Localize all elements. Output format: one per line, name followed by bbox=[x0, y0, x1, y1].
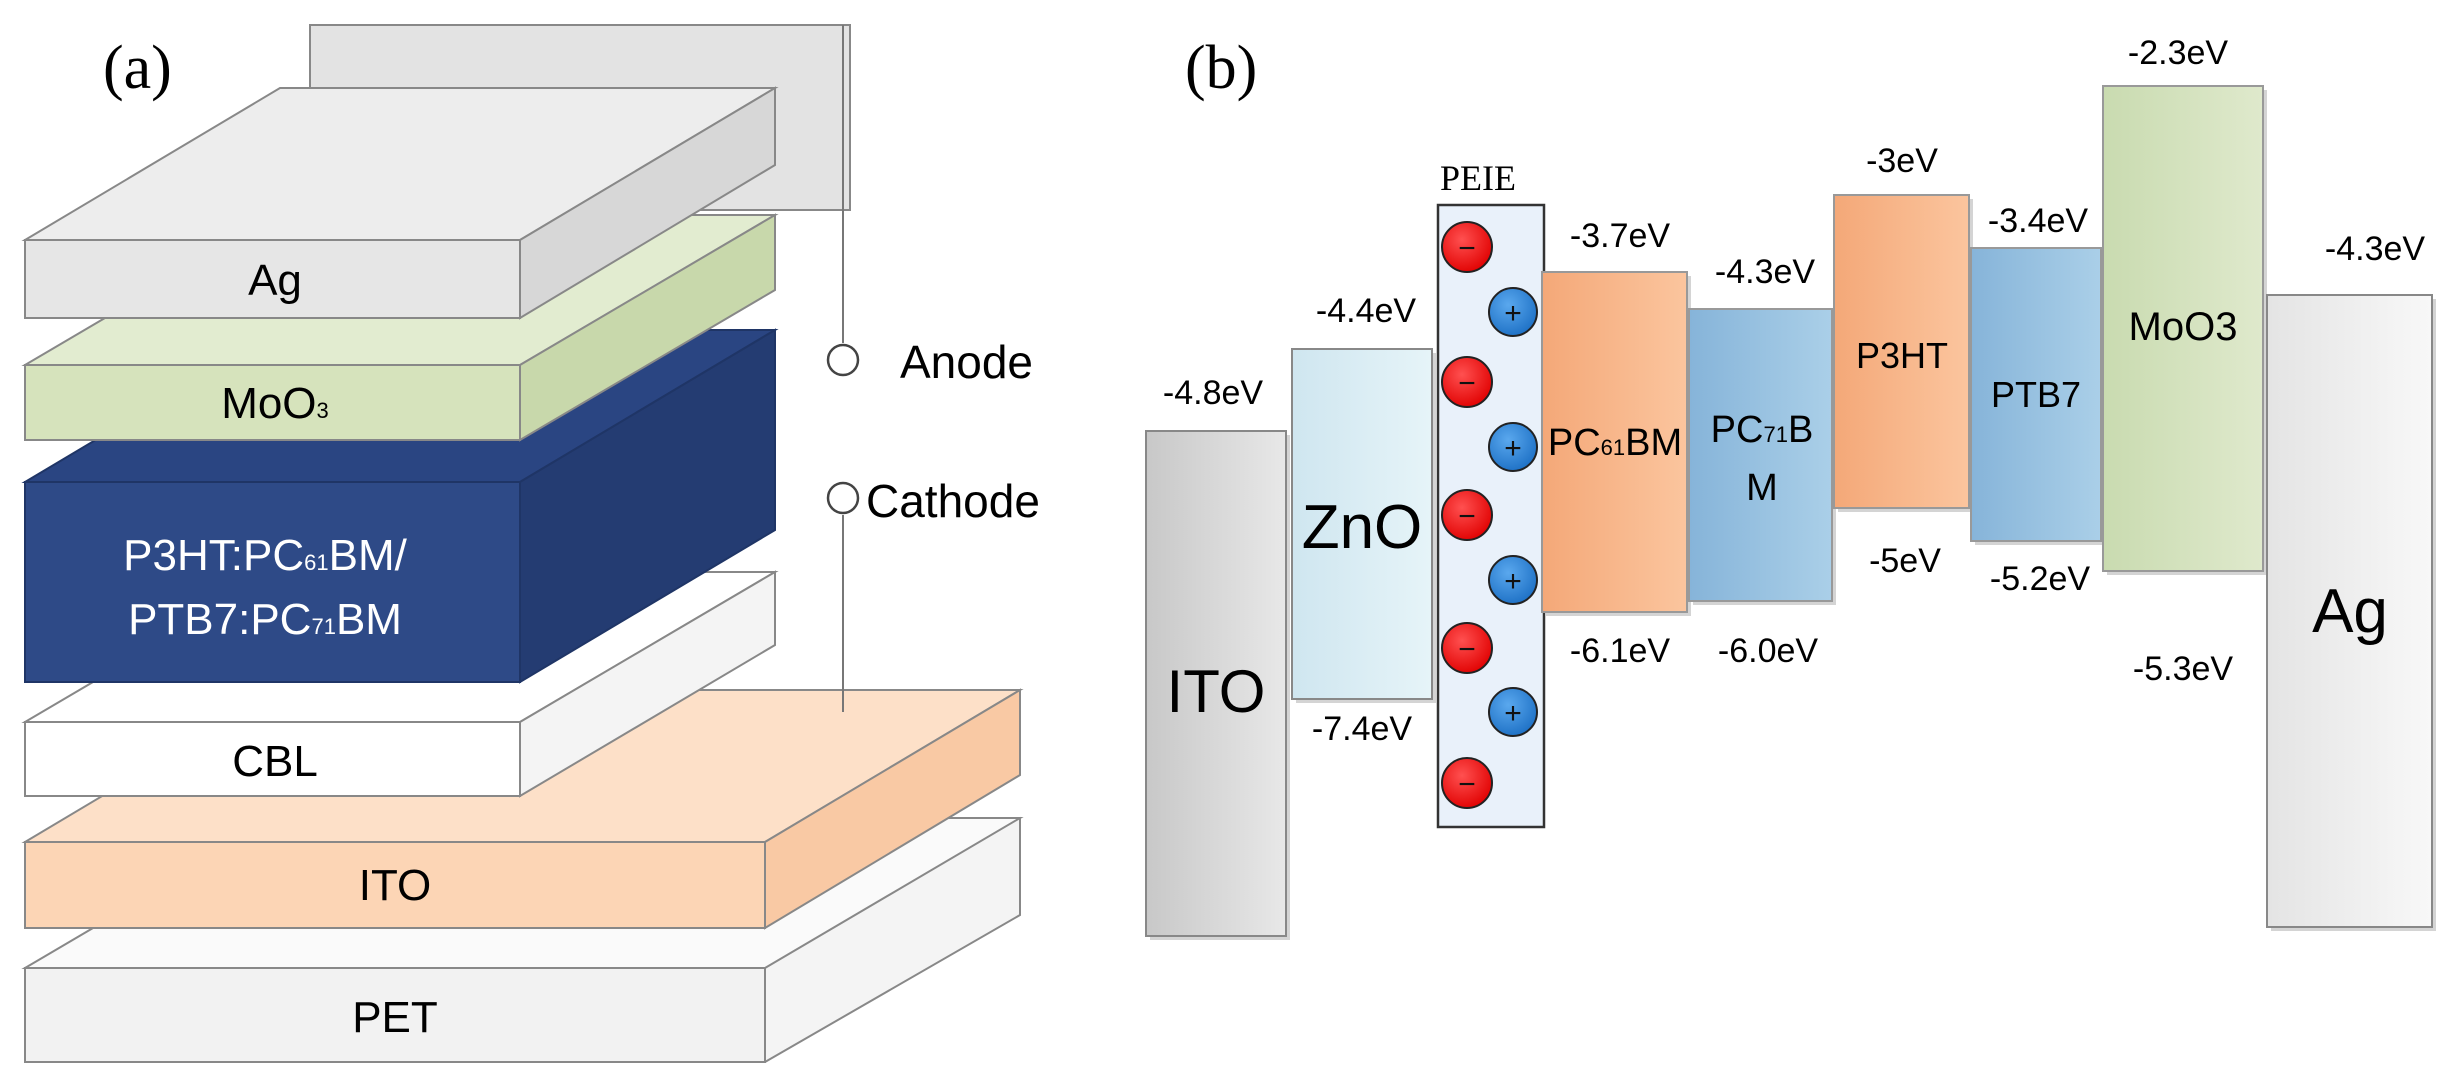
band-zno-name: ZnO bbox=[1302, 493, 1423, 562]
band-ptb7-bottom-energy: -5.2eV bbox=[1990, 560, 2090, 598]
band-pc61bm: PC61BM -3.7eV -6.1eV bbox=[1541, 217, 1691, 670]
band-ito: ITO -4.8eV bbox=[1145, 374, 1290, 940]
panel-b: (b) ITO -4.8eV ZnO -4.4eV -7.4eV PEIE bbox=[1145, 34, 2436, 940]
positive-sign: + bbox=[1504, 297, 1522, 330]
panel-b-label: (b) bbox=[1185, 34, 1257, 102]
layer-ito-label: ITO bbox=[359, 861, 432, 910]
negative-sign: − bbox=[1458, 633, 1476, 666]
negative-sign: − bbox=[1458, 232, 1476, 265]
positive-sign: + bbox=[1504, 432, 1522, 465]
band-ito-name: ITO bbox=[1167, 658, 1266, 725]
positive-charge-icon bbox=[1488, 687, 1538, 737]
band-pc61bm-top-energy: -3.7eV bbox=[1570, 217, 1670, 255]
layer-ag-label: Ag bbox=[248, 256, 302, 305]
band-moo3: MoO3 -2.3eV -5.3eV bbox=[2102, 34, 2267, 688]
band-pc71bm: PC71B M -4.3eV -6.0eV bbox=[1688, 253, 1836, 670]
negative-charge-icon bbox=[1441, 757, 1493, 809]
panel-a: (a) PET ITO CBL Cathode bbox=[21, 24, 1040, 1063]
negative-charges: − − − − − bbox=[1441, 221, 1493, 809]
band-zno-top-energy: -4.4eV bbox=[1316, 292, 1416, 330]
positive-charge-icon bbox=[1488, 287, 1538, 337]
negative-charge-icon bbox=[1441, 489, 1493, 541]
band-moo3-bottom-energy: -5.3eV bbox=[2133, 650, 2233, 688]
anode-terminal-icon bbox=[826, 343, 860, 377]
cathode-terminal-icon bbox=[826, 481, 860, 515]
band-pc61bm-name: PC61BM bbox=[1548, 422, 1682, 464]
band-moo3-top-energy: -2.3eV bbox=[2128, 34, 2228, 72]
positive-charge-icon bbox=[1488, 555, 1538, 605]
cathode-label: Cathode bbox=[866, 475, 1040, 527]
band-pc61bm-bottom-energy: -6.1eV bbox=[1570, 632, 1670, 670]
band-ag-top-energy: -4.3eV bbox=[2325, 230, 2425, 268]
band-p3ht-top-energy: -3eV bbox=[1866, 142, 1938, 180]
band-peie-name: PEIE bbox=[1440, 158, 1516, 198]
band-ptb7-name: PTB7 bbox=[1991, 374, 2081, 415]
positive-charges: + + + + bbox=[1488, 287, 1538, 737]
layer-pet-label: PET bbox=[352, 993, 438, 1042]
positive-charge-icon bbox=[1488, 422, 1538, 472]
band-p3ht-bottom-energy: -5eV bbox=[1869, 542, 1941, 580]
band-pc71bm-bottom-energy: -6.0eV bbox=[1718, 632, 1818, 670]
negative-sign: − bbox=[1458, 500, 1476, 533]
negative-charge-icon bbox=[1441, 221, 1493, 273]
band-zno: ZnO -4.4eV -7.4eV bbox=[1291, 292, 1436, 748]
band-zno-bottom-energy: -7.4eV bbox=[1312, 710, 1412, 748]
negative-charge-icon bbox=[1441, 356, 1493, 408]
layer-ag: Ag bbox=[21, 86, 779, 320]
layer-cbl-label: CBL bbox=[232, 737, 318, 786]
band-moo3-name: MoO3 bbox=[2129, 305, 2238, 349]
band-peie: PEIE − − − − − + + + bbox=[1436, 158, 1546, 829]
band-ag: Ag -4.3eV bbox=[2266, 230, 2436, 931]
layer-active-line1: P3HT:PC61BM/ bbox=[123, 531, 407, 580]
band-p3ht-name: P3HT bbox=[1856, 335, 1948, 376]
band-pc71bm-name-line2: M bbox=[1746, 467, 1778, 509]
panel-a-label: (a) bbox=[103, 34, 172, 102]
layer-moo3-label: MoO3 bbox=[221, 379, 329, 428]
band-ptb7-top-energy: -3.4eV bbox=[1988, 202, 2088, 240]
negative-charge-icon bbox=[1441, 622, 1493, 674]
positive-sign: + bbox=[1504, 565, 1522, 598]
negative-sign: − bbox=[1458, 367, 1476, 400]
anode-label: Anode bbox=[900, 336, 1033, 388]
band-ito-top-energy: -4.8eV bbox=[1163, 374, 1263, 412]
negative-sign: − bbox=[1458, 768, 1476, 801]
band-pc71bm-top-energy: -4.3eV bbox=[1715, 253, 1815, 291]
band-ptb7: PTB7 -3.4eV -5.2eV bbox=[1970, 202, 2105, 598]
band-pc71bm-name-line1: PC71B bbox=[1711, 409, 1814, 451]
layer-active-line2: PTB7:PC71BM bbox=[128, 595, 402, 644]
band-ag-name: Ag bbox=[2312, 577, 2388, 646]
positive-sign: + bbox=[1504, 697, 1522, 730]
band-p3ht: P3HT -3eV -5eV bbox=[1833, 142, 1973, 580]
